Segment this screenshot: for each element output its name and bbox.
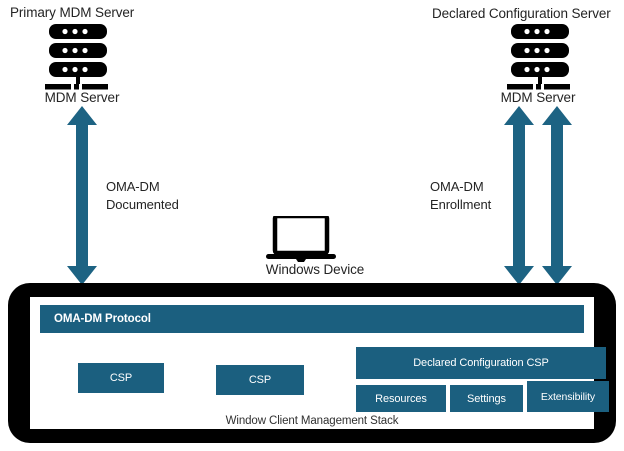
oma-dm-documented-caption: OMA-DM Documented [106,178,179,214]
oma-dm-enrollment-caption: OMA-DM Enrollment [430,178,491,214]
windows-device-label: Windows Device [265,262,365,277]
laptop-icon [266,213,336,262]
caption-line-2: Documented [106,197,179,212]
server-icon [503,24,579,95]
window-client-management-stack-label: Window Client Management Stack [225,415,399,427]
bidirectional-arrow-icon [66,106,98,290]
resources-box[interactable]: Resources [356,385,446,412]
settings-box[interactable]: Settings [450,385,523,412]
declared-configuration-csp-box[interactable]: Declared Configuration CSP [356,347,606,379]
caption-line-2: Enrollment [430,197,492,212]
mdm-server-left-label: MDM Server [44,90,120,105]
server-icon [41,24,117,95]
declared-configuration-server-title: Declared Configuration Server [432,6,611,21]
oma-dm-protocol-bar[interactable]: OMA-DM Protocol [40,305,584,333]
mdm-server-right-label: MDM Server [500,90,576,105]
caption-line-1: OMA-DM [430,179,484,194]
primary-mdm-server-title: Primary MDM Server [10,5,135,20]
csp-box-2[interactable]: CSP [216,365,304,395]
csp-box-1[interactable]: CSP [78,363,164,393]
caption-line-1: OMA-DM [106,179,160,194]
client-management-stack-frame: OMA-DM Protocol CSP CSP Declared Configu… [8,283,616,443]
client-management-stack-panel: OMA-DM Protocol CSP CSP Declared Configu… [30,297,609,429]
bidirectional-arrow-icon [503,106,535,290]
bidirectional-arrow-icon [541,106,573,290]
extensibility-box[interactable]: Extensibility [527,381,609,412]
